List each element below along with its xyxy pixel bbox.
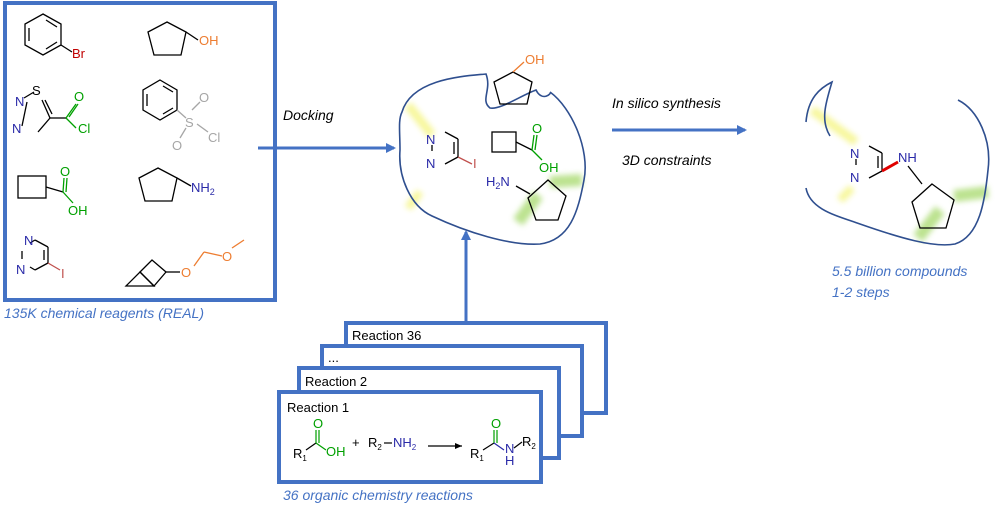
svg-text:R1: R1: [470, 446, 484, 463]
reaction-card-36-label: Reaction 36: [352, 328, 421, 343]
svg-text:OH: OH: [326, 444, 346, 459]
svg-text:O: O: [313, 416, 323, 431]
product-nh-atom: NH: [898, 150, 917, 165]
ether-oxygen-atom-1: O: [181, 265, 191, 280]
svg-text:H: H: [505, 453, 514, 468]
sulfur-atom: S: [32, 83, 41, 98]
product-pocket-outline: [805, 80, 990, 246]
reaction-card-1-label: Reaction 1: [287, 400, 349, 415]
svg-text:R1: R1: [293, 446, 307, 463]
iodopyrimidine-structure: [21, 239, 49, 271]
product-caption-line1: 5.5 billion compounds: [832, 263, 967, 279]
sulfonyl-oxygen-atom-1: O: [199, 90, 209, 105]
svg-text:R2: R2: [368, 435, 382, 452]
pocket-acid-oxygen: O: [532, 121, 542, 136]
pocket-nitrogen-1: N: [426, 132, 435, 147]
reaction-card-2-label: Reaction 2: [305, 374, 367, 389]
cyclobutane-acid-structure: [17, 175, 64, 199]
reactions-stack: Reaction 36 ... Reaction 2 Reaction 1 R1…: [277, 230, 608, 503]
acyl-chlorine-atom: Cl: [78, 121, 90, 136]
bromobenzene-structure: [24, 13, 73, 56]
pyrimidine-nitrogen-2: N: [16, 262, 25, 277]
ether-oxygen-atom-2: O: [222, 249, 232, 264]
bromine-atom: Br: [72, 46, 86, 61]
reagents-caption: 135K chemical reagents (REAL): [4, 305, 204, 321]
sulfonyl-chlorine-atom: Cl: [208, 130, 220, 145]
product-pocket: N N NH 5.5 billion compounds 1-2 steps: [805, 80, 990, 300]
nitrogen-atom-b: N: [12, 121, 21, 136]
synthesis-step: In silico synthesis 3D constraints: [612, 95, 747, 168]
synthesis-label-top: In silico synthesis: [612, 95, 721, 111]
pocket-outline: [398, 73, 586, 245]
pocket-hydroxyl-atom: OH: [525, 52, 545, 67]
svg-text:O: O: [491, 416, 501, 431]
acyl-oxygen-atom: O: [74, 89, 84, 104]
spiro-ether-structure: [124, 259, 180, 287]
nitrogen-atom-a: N: [15, 94, 24, 109]
svg-text:+: +: [352, 435, 360, 450]
cyclopentanol-structure: [147, 21, 199, 56]
new-bond: [881, 160, 899, 173]
synthesis-label-bottom: 3D constraints: [622, 152, 711, 168]
docking-pocket: OH N N I O OH H2N: [398, 52, 586, 245]
iodine-atom: I: [61, 266, 65, 281]
sulfonyl-sulfur-atom: S: [185, 115, 194, 130]
sulfonyl-oxygen-atom-2: O: [172, 138, 182, 153]
thiadiazole-acyl-chloride-structure: [21, 91, 66, 133]
reagents-frame: [3, 1, 277, 302]
pocket-nitrogen-2: N: [426, 156, 435, 171]
cyclopentylamine-structure: [138, 167, 192, 202]
pocket-amine-label: H2N: [486, 174, 510, 191]
hydroxyl-atom: OH: [199, 33, 219, 48]
svg-text:N: N: [505, 441, 514, 456]
reactions-caption: 36 organic chemistry reactions: [283, 487, 473, 503]
pocket-iodine-atom: I: [473, 156, 477, 171]
svg-text:R2: R2: [522, 434, 536, 451]
acid-oxygen-atom: O: [60, 164, 70, 179]
product-nitrogen-2: N: [850, 170, 859, 185]
docking-step: Docking: [258, 107, 396, 153]
pyrimidine-nitrogen-1: N: [24, 233, 33, 248]
acid-hydroxyl-atom: OH: [68, 203, 88, 218]
reaction-scheme: R1 O OH + R2 NH2 R1 O N H R2: [293, 416, 536, 468]
reaction-card-ellipsis-label: ...: [328, 350, 339, 365]
benzenesulfonyl-chloride-structure: [142, 79, 178, 121]
product-caption-line2: 1-2 steps: [832, 284, 890, 300]
pocket-acid-hydroxyl: OH: [539, 160, 559, 175]
amine-nitrogen-atom: NH2: [191, 180, 215, 197]
reagents-panel: Br OH S N N O Cl: [3, 1, 277, 321]
svg-text:NH2: NH2: [393, 435, 417, 452]
docking-label: Docking: [283, 107, 334, 123]
product-nitrogen-1: N: [850, 146, 859, 161]
